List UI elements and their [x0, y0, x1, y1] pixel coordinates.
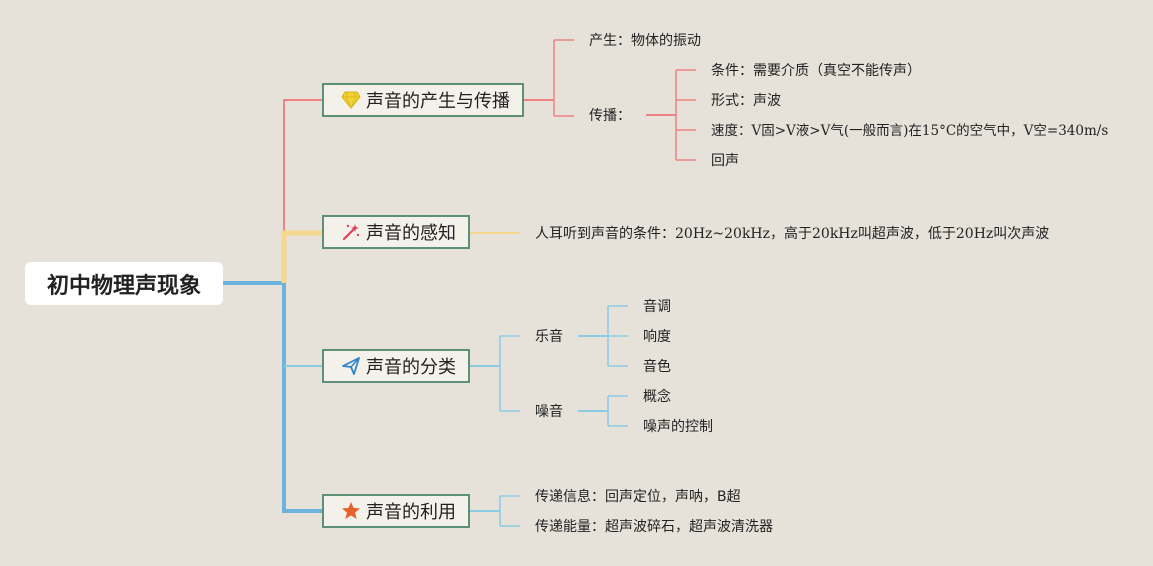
leaf-echo[interactable]: 回声 — [711, 153, 739, 169]
leaf-timbre[interactable]: 音色 — [643, 359, 671, 375]
leaf-noise[interactable]: 噪音 — [535, 404, 563, 420]
paper-plane-icon — [340, 355, 362, 377]
diamond-icon — [340, 89, 362, 111]
leaf-propagation-speed[interactable]: 速度：V固>V液>V气(一般而言)在15°C的空气中，V空=340m/s — [711, 123, 1109, 139]
leaf-pitch[interactable]: 音调 — [643, 299, 671, 315]
star-icon — [340, 500, 362, 522]
leaf-transfer-energy[interactable]: 传递能量：超声波碎石，超声波清洗器 — [535, 519, 773, 535]
magic-wand-icon — [340, 221, 362, 243]
branch-label: 声音的分类 — [366, 357, 456, 378]
leaf-propagation-form[interactable]: 形式：声波 — [711, 93, 781, 109]
leaf-loudness[interactable]: 响度 — [643, 329, 671, 345]
branch-label: 声音的产生与传播 — [366, 91, 510, 112]
branch-label: 声音的感知 — [366, 223, 456, 244]
branch-sound-classification[interactable]: 声音的分类 — [322, 349, 470, 383]
leaf-musical-sound[interactable]: 乐音 — [535, 329, 563, 345]
branch-label: 声音的利用 — [366, 502, 456, 523]
root-title: 初中物理声现象 — [46, 273, 201, 299]
leaf-production[interactable]: 产生：物体的振动 — [589, 33, 701, 49]
branch-sound-perception[interactable]: 声音的感知 — [322, 215, 470, 249]
branch-sound-application[interactable]: 声音的利用 — [322, 494, 470, 528]
leaf-hearing-condition[interactable]: 人耳听到声音的条件：20Hz~20kHz，高于20kHz叫超声波，低于20Hz叫… — [535, 226, 1050, 242]
leaf-propagation-condition[interactable]: 条件：需要介质（真空不能传声） — [711, 63, 921, 79]
leaf-propagation[interactable]: 传播： — [589, 108, 631, 124]
leaf-transfer-info[interactable]: 传递信息：回声定位，声呐，B超 — [535, 489, 741, 505]
leaf-noise-concept[interactable]: 概念 — [643, 389, 671, 405]
leaf-noise-control[interactable]: 噪声的控制 — [643, 419, 713, 435]
root-topic[interactable]: 初中物理声现象 — [25, 262, 223, 305]
branch-sound-production[interactable]: 声音的产生与传播 — [322, 83, 524, 117]
